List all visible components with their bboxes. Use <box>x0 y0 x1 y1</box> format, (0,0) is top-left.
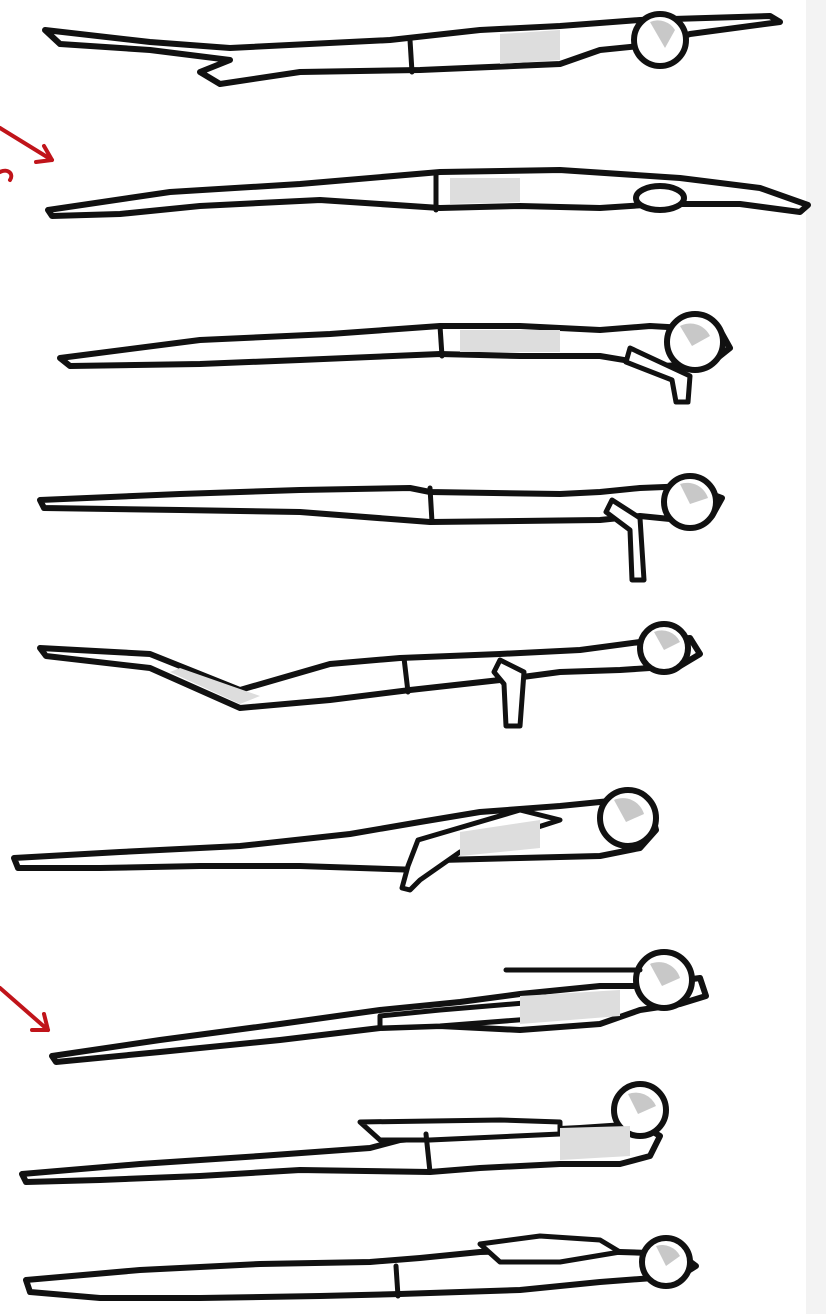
swimmer-frame-4 <box>40 476 722 580</box>
swimmer-frame-8 <box>22 1084 666 1182</box>
swimmer-frame-5 <box>40 624 700 726</box>
red-arrow-1 <box>0 128 52 180</box>
swimmer-frame-2 <box>48 170 808 216</box>
swimmer-frame-6 <box>14 790 656 890</box>
red-arrow-2 <box>0 988 48 1030</box>
swimmer-frame-3 <box>60 314 730 402</box>
swimmer-frame-1 <box>45 14 780 84</box>
swimmer-frame-9 <box>26 1236 696 1298</box>
swimmer-frame-7 <box>52 952 706 1062</box>
